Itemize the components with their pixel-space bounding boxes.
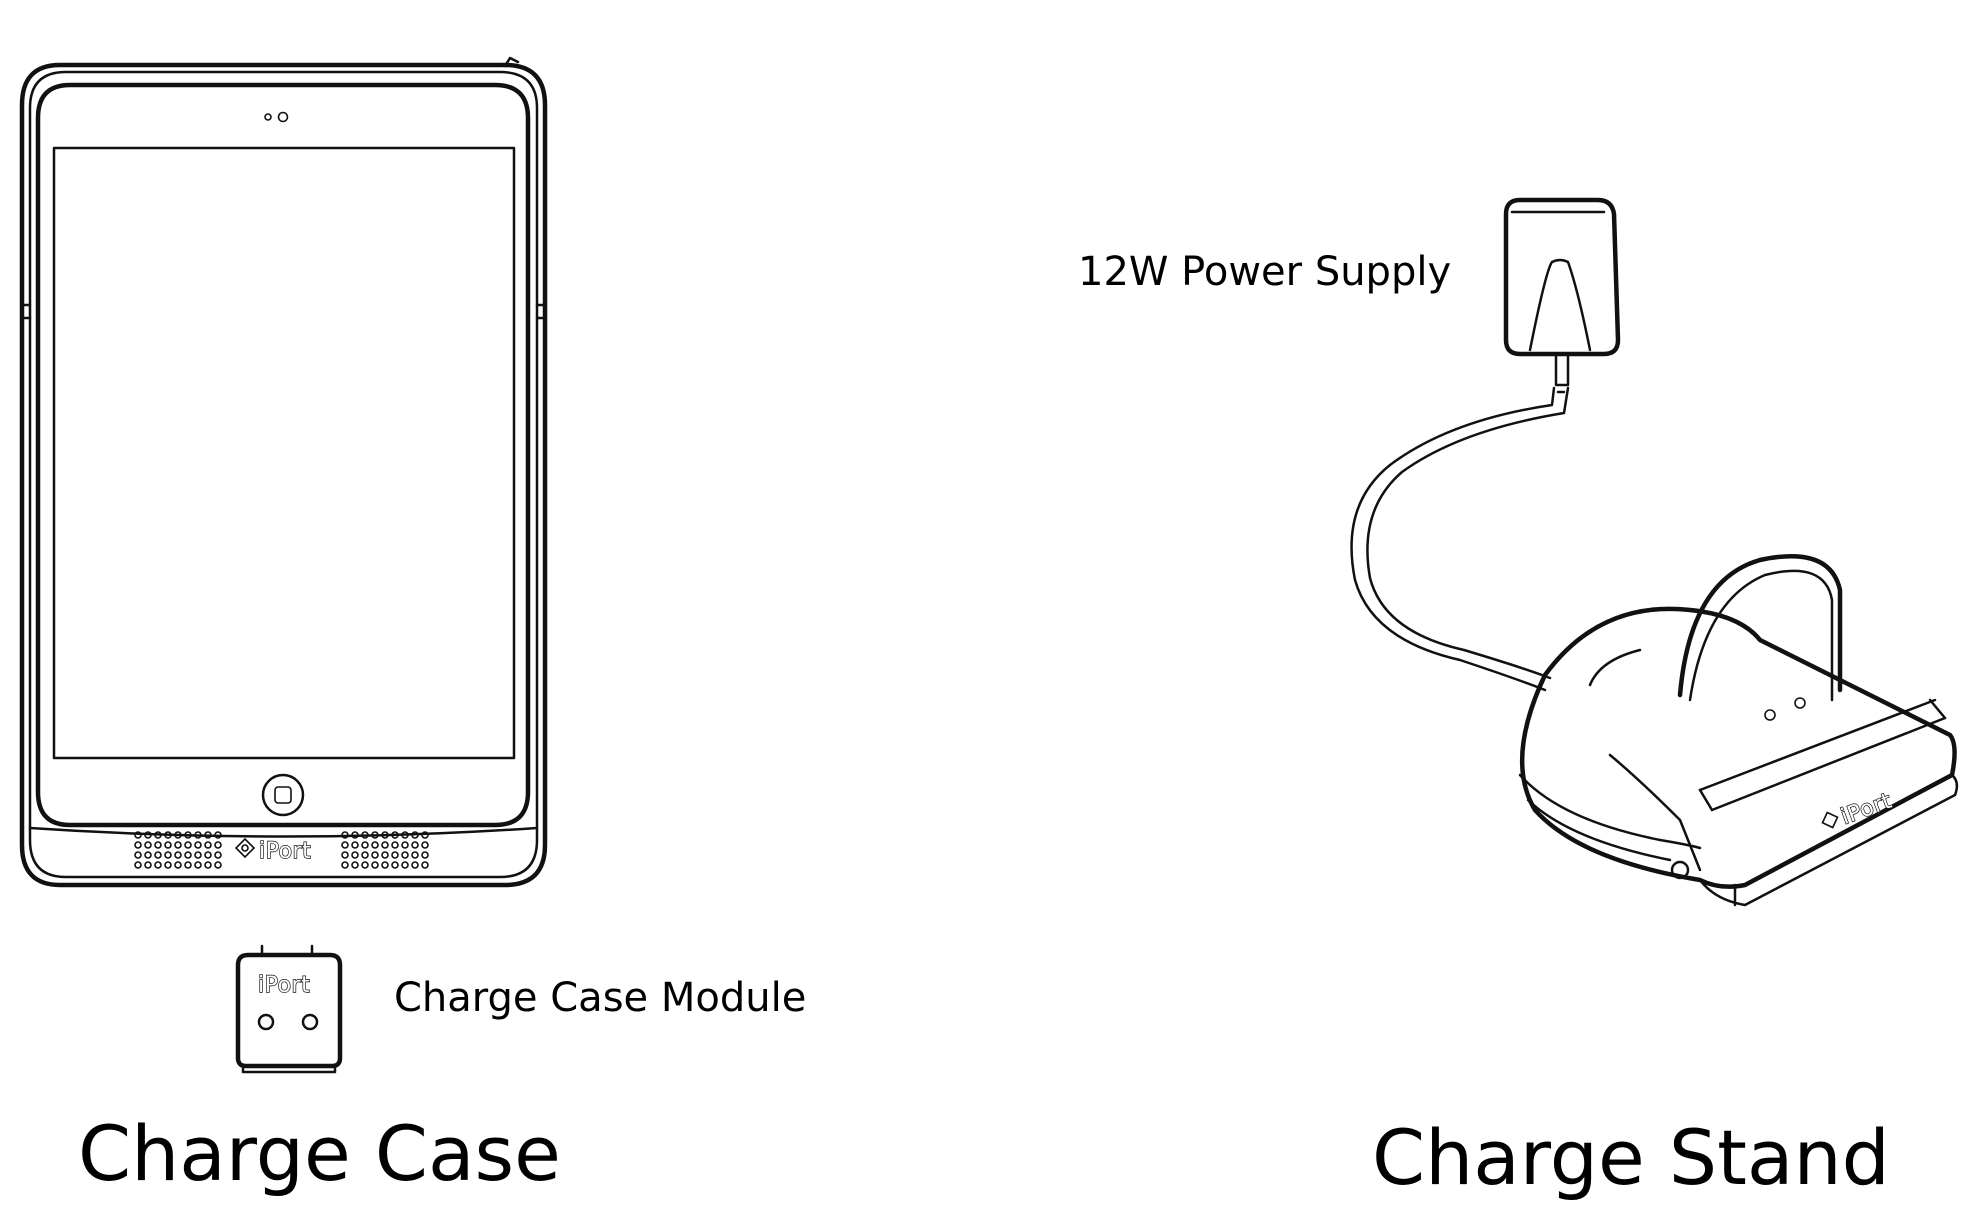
grill-hole — [154, 851, 162, 859]
grill-hole — [134, 841, 142, 849]
grill-hole — [144, 861, 152, 869]
grill-hole — [411, 861, 419, 869]
grill-hole — [204, 831, 212, 839]
stand-logo-icon: iPort — [1821, 788, 1896, 831]
grill-hole — [421, 841, 429, 849]
grill-hole — [194, 861, 202, 869]
grill-hole — [214, 831, 222, 839]
grill-hole — [154, 831, 162, 839]
grill-hole — [174, 831, 182, 839]
grill-hole — [421, 851, 429, 859]
iport-logo-icon: iPort — [234, 837, 311, 865]
grill-hole — [411, 851, 419, 859]
grill-hole — [421, 831, 429, 839]
grill-hole — [204, 841, 212, 849]
speaker-grill-left — [134, 831, 222, 869]
grill-hole — [411, 831, 419, 839]
grill-hole — [381, 841, 389, 849]
grill-hole — [371, 861, 379, 869]
stand-logo-wordmark: iPort — [1838, 789, 1896, 830]
grill-hole — [164, 851, 172, 859]
grill-hole — [164, 861, 172, 869]
grill-hole — [361, 861, 369, 869]
grill-hole — [371, 851, 379, 859]
grill-hole — [214, 841, 222, 849]
grill-hole — [154, 861, 162, 869]
module-logo: iPort — [258, 973, 310, 998]
charge-stand-illustration: iPort — [1518, 554, 1959, 907]
grill-hole — [144, 851, 152, 859]
grill-hole — [341, 851, 349, 859]
grill-hole — [351, 861, 359, 869]
charge-case-module-illustration: iPort — [235, 944, 343, 1074]
grill-hole — [391, 841, 399, 849]
grill-hole — [134, 831, 142, 839]
grill-hole — [371, 841, 379, 849]
grill-hole — [401, 831, 409, 839]
speaker-grill-right — [341, 831, 429, 869]
grill-hole — [134, 851, 142, 859]
grill-hole — [144, 841, 152, 849]
grill-hole — [421, 861, 429, 869]
grill-hole — [184, 851, 192, 859]
grill-hole — [154, 841, 162, 849]
grill-hole — [214, 851, 222, 859]
tablet-case-illustration: iPort — [19, 56, 548, 888]
grill-hole — [194, 851, 202, 859]
charge-stand-title: Charge Stand — [1372, 1113, 1890, 1202]
grill-hole — [401, 861, 409, 869]
grill-hole — [391, 831, 399, 839]
grill-hole — [381, 851, 389, 859]
grill-hole — [361, 851, 369, 859]
grill-hole — [381, 831, 389, 839]
grill-hole — [164, 841, 172, 849]
charge-case-title: Charge Case — [78, 1109, 561, 1198]
grill-hole — [174, 861, 182, 869]
grill-hole — [361, 831, 369, 839]
grill-hole — [184, 861, 192, 869]
grill-hole — [401, 851, 409, 859]
grill-hole — [351, 831, 359, 839]
grill-hole — [351, 841, 359, 849]
module-label: Charge Case Module — [394, 975, 806, 1021]
grill-hole — [174, 851, 182, 859]
grill-hole — [341, 841, 349, 849]
grill-hole — [401, 841, 409, 849]
grill-hole — [134, 861, 142, 869]
power-supply-illustration — [1350, 197, 1621, 692]
grill-hole — [341, 861, 349, 869]
grill-hole — [184, 831, 192, 839]
grill-hole — [391, 851, 399, 859]
grill-hole — [411, 841, 419, 849]
grill-hole — [361, 841, 369, 849]
logo-wordmark: iPort — [259, 839, 311, 864]
grill-hole — [144, 831, 152, 839]
grill-hole — [174, 841, 182, 849]
grill-hole — [184, 841, 192, 849]
grill-hole — [341, 831, 349, 839]
grill-hole — [371, 831, 379, 839]
grill-hole — [214, 861, 222, 869]
power-supply-label: 12W Power Supply — [1078, 249, 1451, 295]
grill-hole — [204, 851, 212, 859]
grill-hole — [381, 861, 389, 869]
grill-hole — [194, 831, 202, 839]
grill-hole — [204, 861, 212, 869]
grill-hole — [391, 861, 399, 869]
grill-hole — [194, 841, 202, 849]
grill-hole — [351, 851, 359, 859]
grill-hole — [164, 831, 172, 839]
